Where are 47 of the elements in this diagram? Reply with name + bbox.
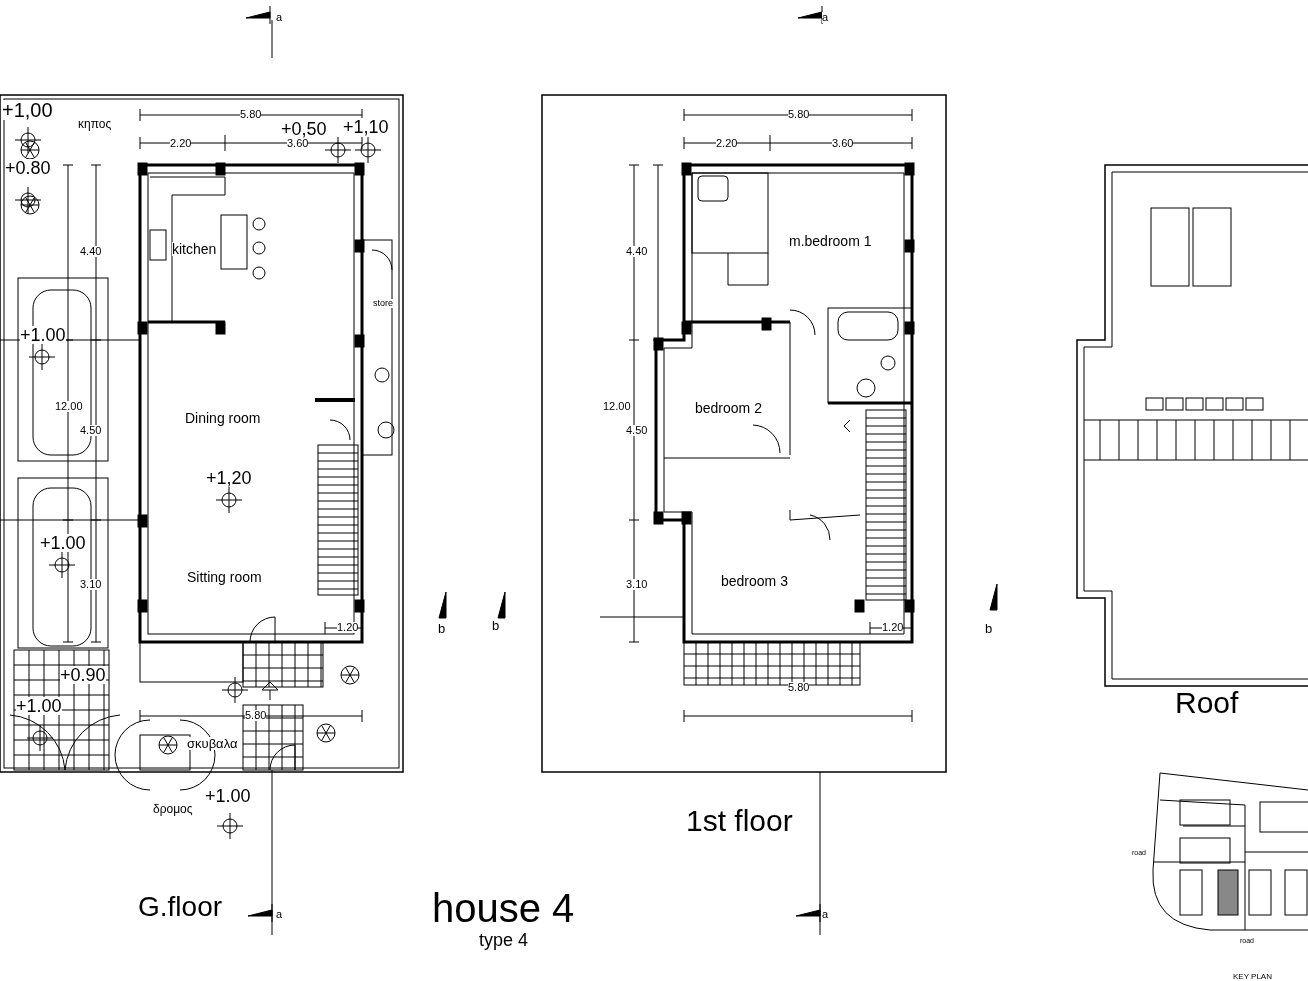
drawing-subtitle: type 4 — [479, 931, 529, 949]
level-label: +0.90 — [60, 666, 106, 684]
section-label: a — [822, 12, 829, 23]
section-label: a — [822, 909, 829, 920]
dimension-label: 2.20 — [716, 138, 738, 149]
dimension-label: 3.60 — [287, 138, 309, 149]
section-label: a — [276, 12, 283, 23]
dimension-label: 5.80 — [245, 710, 267, 721]
dimension-label: 4.40 — [626, 246, 648, 257]
key-plan-title: KEY PLAN — [1233, 973, 1272, 981]
level-label: +1.00 — [20, 326, 66, 344]
level-label: +0,50 — [281, 120, 327, 138]
dimension-label: 1.20 — [882, 622, 904, 633]
dimension-label: 3.60 — [832, 138, 854, 149]
dimension-label: 3.10 — [80, 579, 102, 590]
dimension-label: 12.00 — [603, 401, 631, 412]
room-label: bedroom 3 — [721, 574, 788, 588]
level-label: +1,00 — [2, 100, 53, 120]
area-label: κηπος — [78, 118, 112, 130]
area-label: δρομος — [153, 803, 193, 815]
section-label: b — [492, 619, 500, 632]
dimension-label: 3.10 — [626, 579, 648, 590]
area-label: σκυβαλα — [187, 737, 238, 750]
level-label: +1.00 — [205, 787, 251, 805]
dimension-label: 5.80 — [788, 109, 810, 120]
dimension-label: 2.20 — [170, 138, 192, 149]
section-label: a — [276, 909, 283, 920]
dimension-label: 5.80 — [788, 682, 810, 693]
dimension-label: 4.50 — [80, 425, 102, 436]
section-label: b — [438, 622, 446, 635]
level-label: +0.80 — [5, 159, 51, 177]
dimension-label: 4.50 — [626, 425, 648, 436]
dimension-label: 12.00 — [55, 401, 83, 412]
room-label: bedroom 2 — [695, 401, 762, 415]
room-label: kitchen — [172, 242, 217, 256]
room-label: Sitting room — [187, 570, 262, 584]
section-label: b — [985, 622, 993, 635]
room-label: m.bedroom 1 — [789, 234, 872, 248]
level-label: +1,10 — [343, 118, 389, 136]
room-label: Dining room — [185, 411, 261, 425]
level-label: +1.00 — [40, 534, 86, 552]
level-label: +1,20 — [206, 469, 252, 487]
dimension-label: 4.40 — [80, 246, 102, 257]
room-label: store — [373, 299, 393, 308]
dimension-label: 1.20 — [337, 622, 359, 633]
dimension-label: 5.80 — [240, 109, 262, 120]
level-label: +1.00 — [16, 697, 62, 715]
